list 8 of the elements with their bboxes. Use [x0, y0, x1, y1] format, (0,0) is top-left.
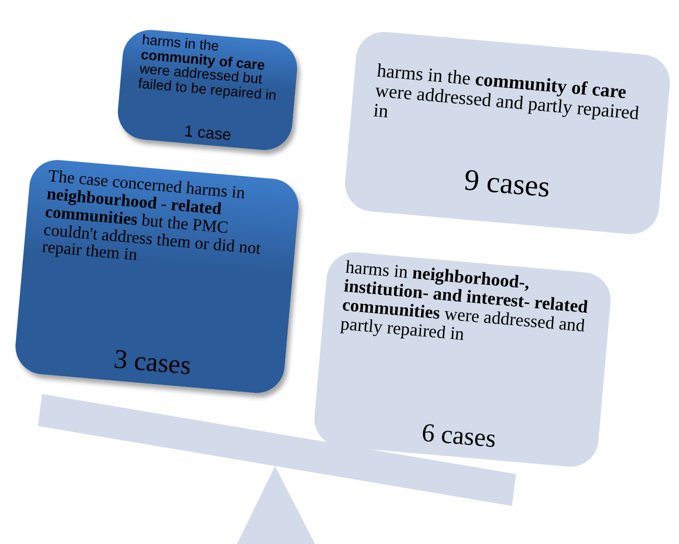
description-text: harms in the community of care were addressed but failed to be repaired in [138, 32, 278, 104]
case-count: 6 cases [420, 416, 498, 456]
description-text: harms in the community of care were addressed and partly repaired in [372, 61, 641, 126]
description-text: The case concerned harms in neighbourhood - related communities but the PMC couldn't address them or did not repair them in [41, 167, 263, 267]
description-text: harms in neighborhood-, institution- and interest- related communities were addressed and partly repaired in [340, 258, 590, 346]
case-count: 1 case [182, 122, 233, 146]
case-count: 3 cases [112, 342, 194, 382]
case-count: 9 cases [462, 162, 552, 206]
